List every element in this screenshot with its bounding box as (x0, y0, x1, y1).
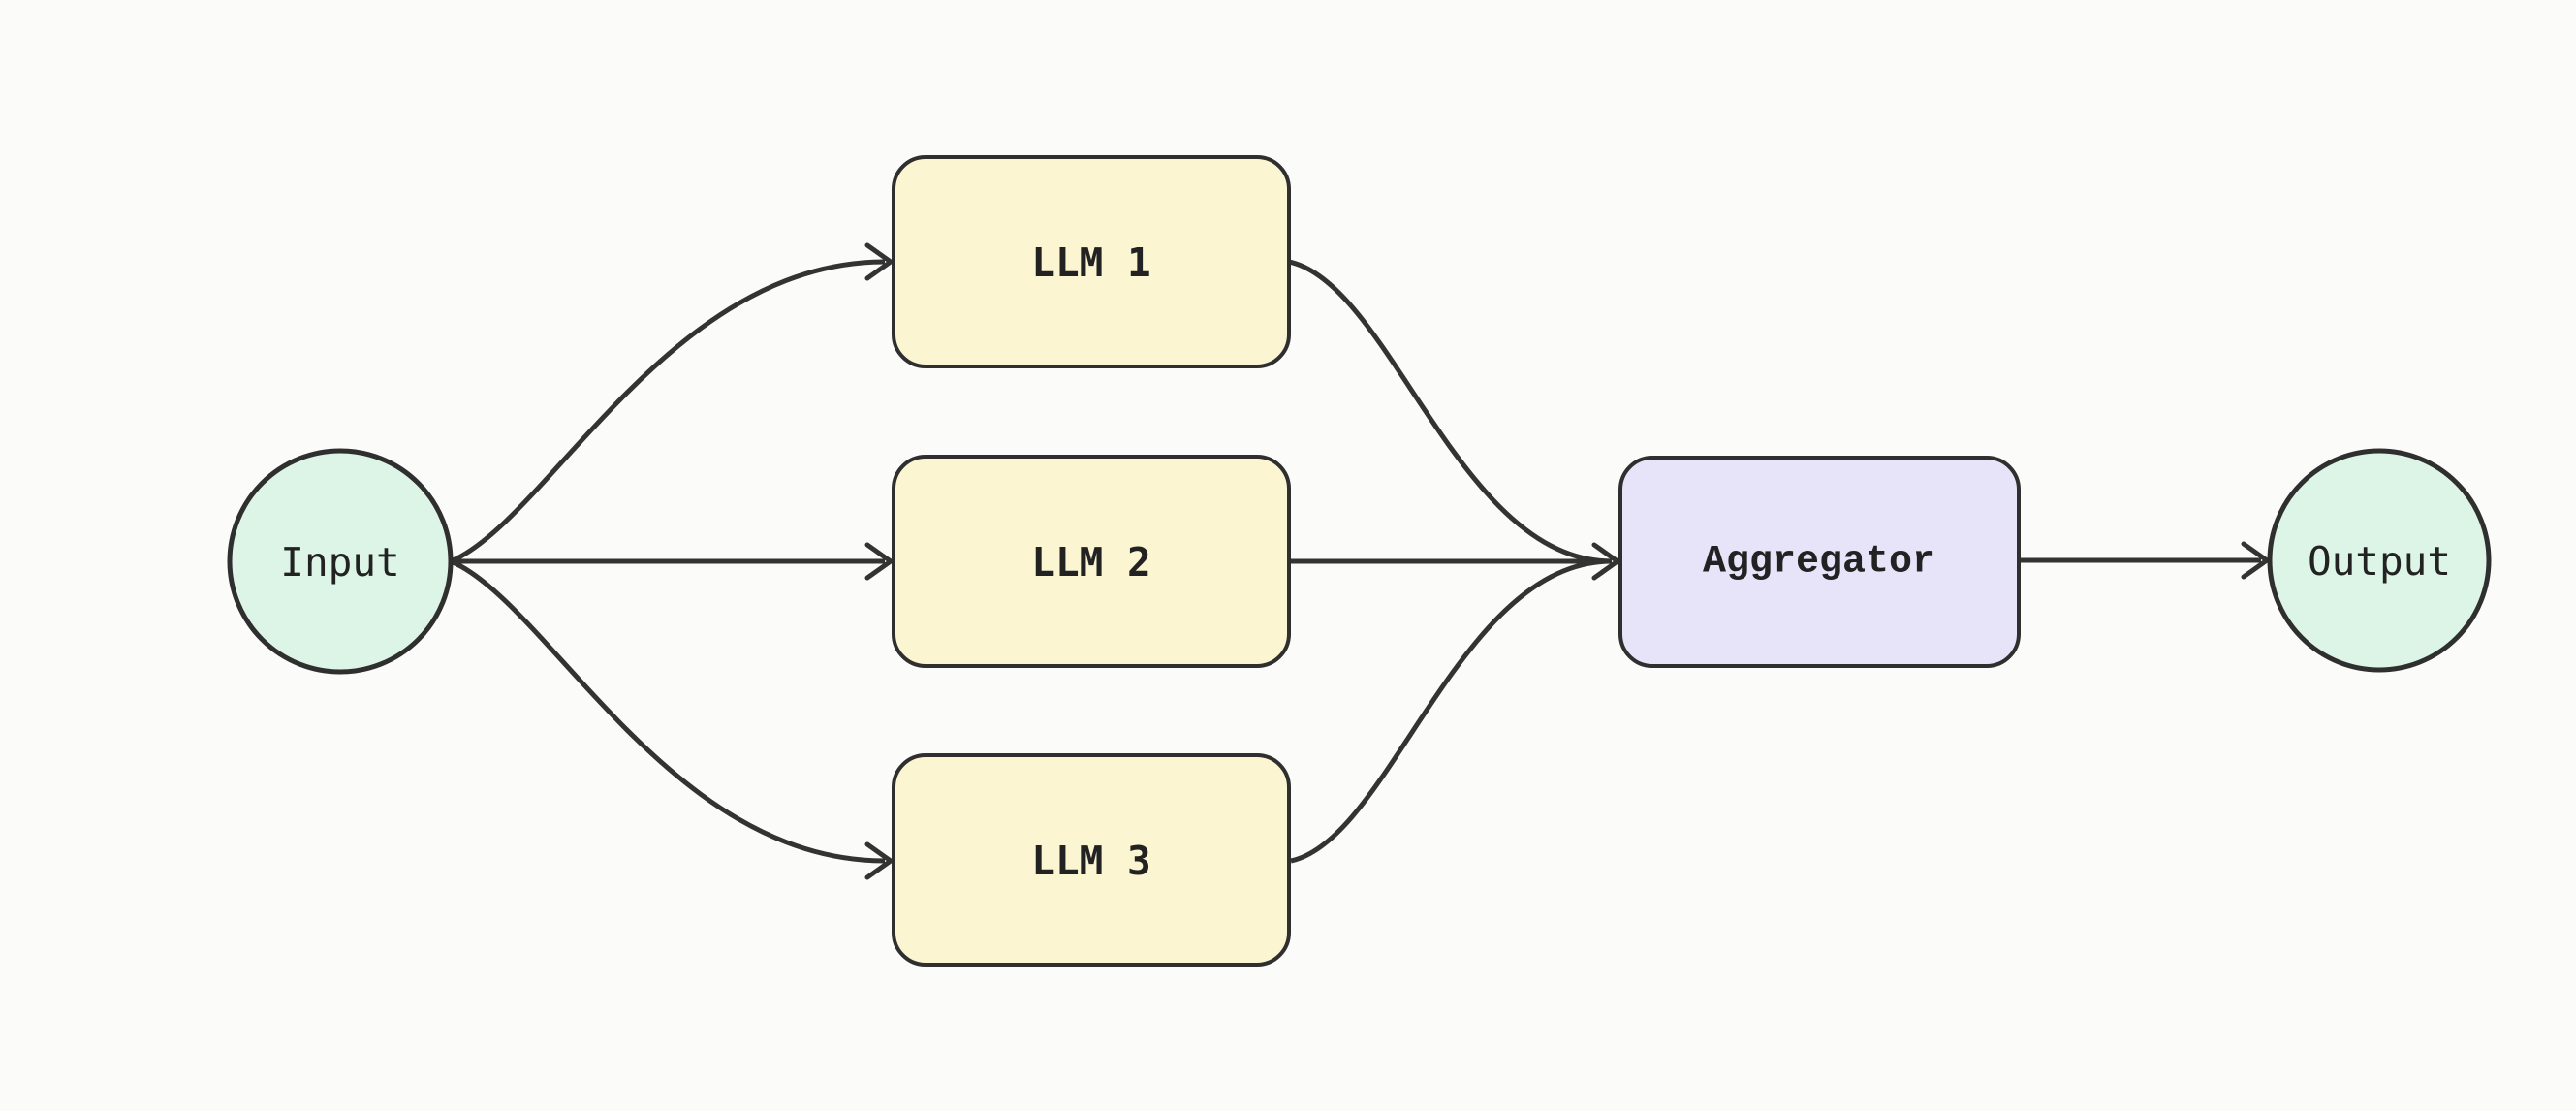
aggregator-label: Aggregator (1703, 541, 1935, 585)
llm3-box (892, 753, 1291, 967)
arrow-chevron-icon (864, 242, 894, 281)
llm2-box (892, 455, 1291, 668)
node-llm3[interactable]: LLM 3 (892, 753, 1291, 967)
arrow-chevron-icon (1591, 542, 1620, 581)
node-output[interactable]: Output (2267, 448, 2492, 673)
edge-input-llm1 (450, 259, 886, 564)
node-input[interactable]: Input (227, 448, 454, 675)
arrow-chevron-icon (2241, 541, 2270, 580)
input-circle (227, 448, 454, 675)
node-aggregator[interactable]: Aggregator (1618, 456, 2021, 668)
edge-llm1-aggregator (1288, 259, 1613, 564)
llm1-box (892, 155, 1291, 368)
node-llm1[interactable]: LLM 1 (892, 155, 1291, 368)
arrow-chevron-icon (864, 841, 894, 880)
edge-input-llm3 (450, 558, 886, 864)
llm1-label: LLM 1 (1031, 239, 1150, 286)
input-label: Input (280, 539, 399, 586)
edges-layer (450, 242, 2270, 880)
llm3-label: LLM 3 (1031, 838, 1150, 884)
aggregator-box (1618, 456, 2021, 668)
node-llm2[interactable]: LLM 2 (892, 455, 1291, 668)
output-label: Output (2308, 538, 2451, 585)
edge-llm3-aggregator (1290, 558, 1613, 864)
llm2-label: LLM 2 (1031, 539, 1150, 586)
arrow-chevron-icon (864, 542, 894, 581)
output-circle (2267, 448, 2492, 673)
